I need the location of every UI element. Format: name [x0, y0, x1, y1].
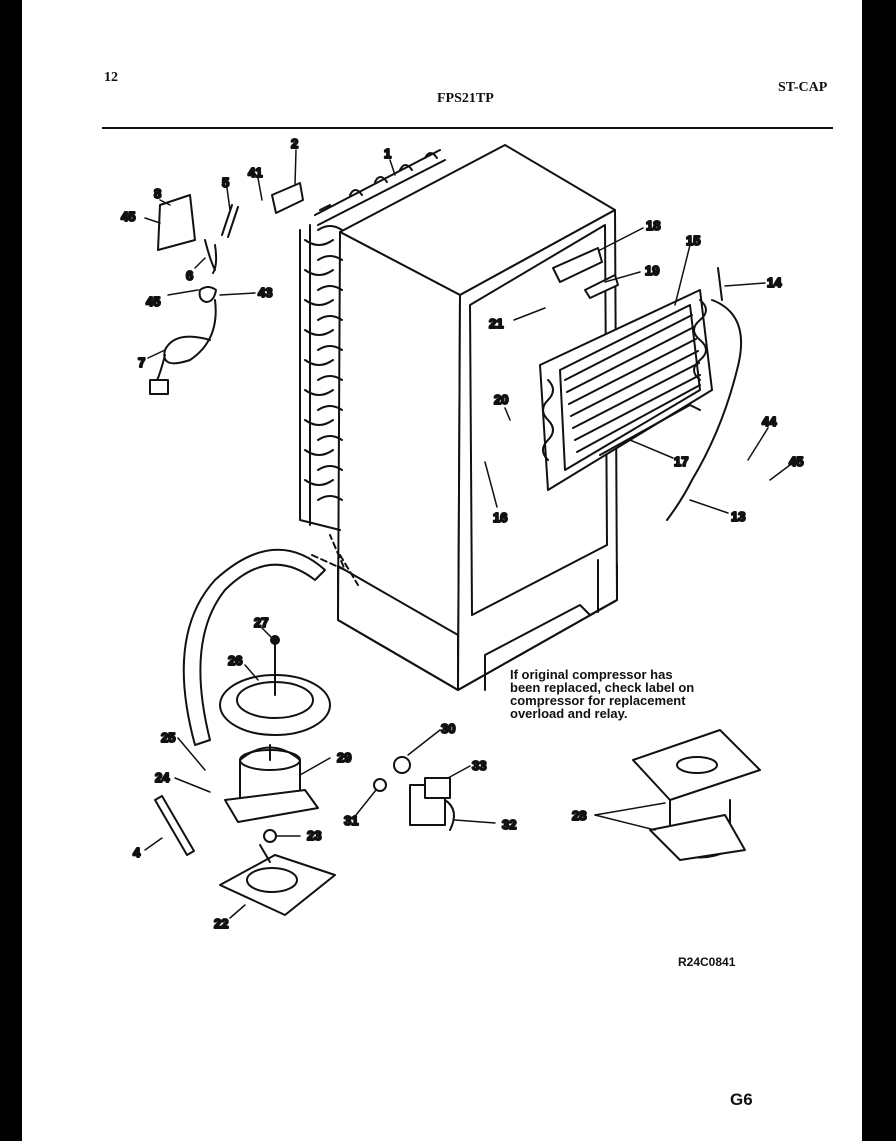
drawing-reference-code: R24C0841 — [678, 955, 736, 969]
catalog-code: ST-CAP — [778, 80, 828, 95]
alternate-compressor — [632, 729, 761, 861]
callout-45-right: 45 — [789, 454, 803, 469]
sheet-id: G6 — [730, 1090, 753, 1109]
callout-44: 44 — [762, 414, 777, 429]
drain-pan — [219, 635, 331, 736]
callout-41: 41 — [248, 165, 262, 180]
leader-lines — [144, 149, 791, 919]
model-number: FPS21TP — [437, 91, 494, 106]
callout-5: 5 — [222, 175, 229, 190]
callout-24: 24 — [155, 770, 170, 785]
callout-31: 31 — [344, 813, 358, 828]
callout-13: 13 — [731, 509, 745, 524]
callout-27: 27 — [254, 615, 268, 630]
callout-32: 32 — [502, 817, 516, 832]
callout-33: 33 — [472, 758, 486, 773]
condenser-coil — [299, 149, 446, 531]
callout-22: 22 — [214, 916, 228, 931]
callout-26: 26 — [228, 653, 242, 668]
callout-1: 1 — [384, 146, 391, 161]
evaporator — [539, 267, 743, 521]
power-cord — [149, 299, 217, 395]
callout-29: 29 — [337, 750, 351, 765]
direction-arrow — [182, 534, 359, 746]
note-line-1: If original compressor has — [510, 667, 673, 682]
callout-17: 17 — [674, 454, 688, 469]
callout-43: 43 — [258, 285, 272, 300]
callout-4: 4 — [133, 845, 141, 860]
page-number: 12 — [104, 70, 118, 85]
bracket-parts — [157, 182, 619, 303]
callout-6: 6 — [186, 268, 193, 283]
callout-23: 23 — [307, 828, 321, 843]
callout-25: 25 — [161, 730, 175, 745]
callout-2: 2 — [291, 136, 298, 151]
filter-drier — [154, 795, 195, 856]
header-rule — [102, 127, 833, 129]
callout-8: 8 — [154, 186, 161, 201]
callout-15: 15 — [686, 233, 700, 248]
cabinet — [337, 144, 618, 691]
callout-18: 18 — [646, 218, 660, 233]
compressor-note: If original compressor has been replaced… — [510, 668, 750, 720]
callout-45-left: 45 — [146, 294, 160, 309]
callout-21: 21 — [489, 316, 503, 331]
note-line-3: compressor for replacement — [510, 693, 686, 708]
relay-overload — [373, 756, 455, 831]
callout-20: 20 — [494, 392, 508, 407]
note-line-4: overload and relay. — [510, 706, 628, 721]
note-line-2: been replaced, check label on — [510, 680, 695, 695]
callout-19: 19 — [645, 263, 659, 278]
callout-7: 7 — [138, 355, 145, 370]
callout-16: 16 — [493, 510, 507, 525]
mounting-tray — [219, 829, 336, 916]
compressor — [224, 744, 319, 823]
callout-30: 30 — [441, 721, 455, 736]
callout-14: 14 — [767, 275, 782, 290]
scan-border-right — [862, 0, 896, 1141]
callout-45-upper: 45 — [121, 209, 135, 224]
scan-border-left — [0, 0, 22, 1141]
callout-28: 28 — [572, 808, 586, 823]
